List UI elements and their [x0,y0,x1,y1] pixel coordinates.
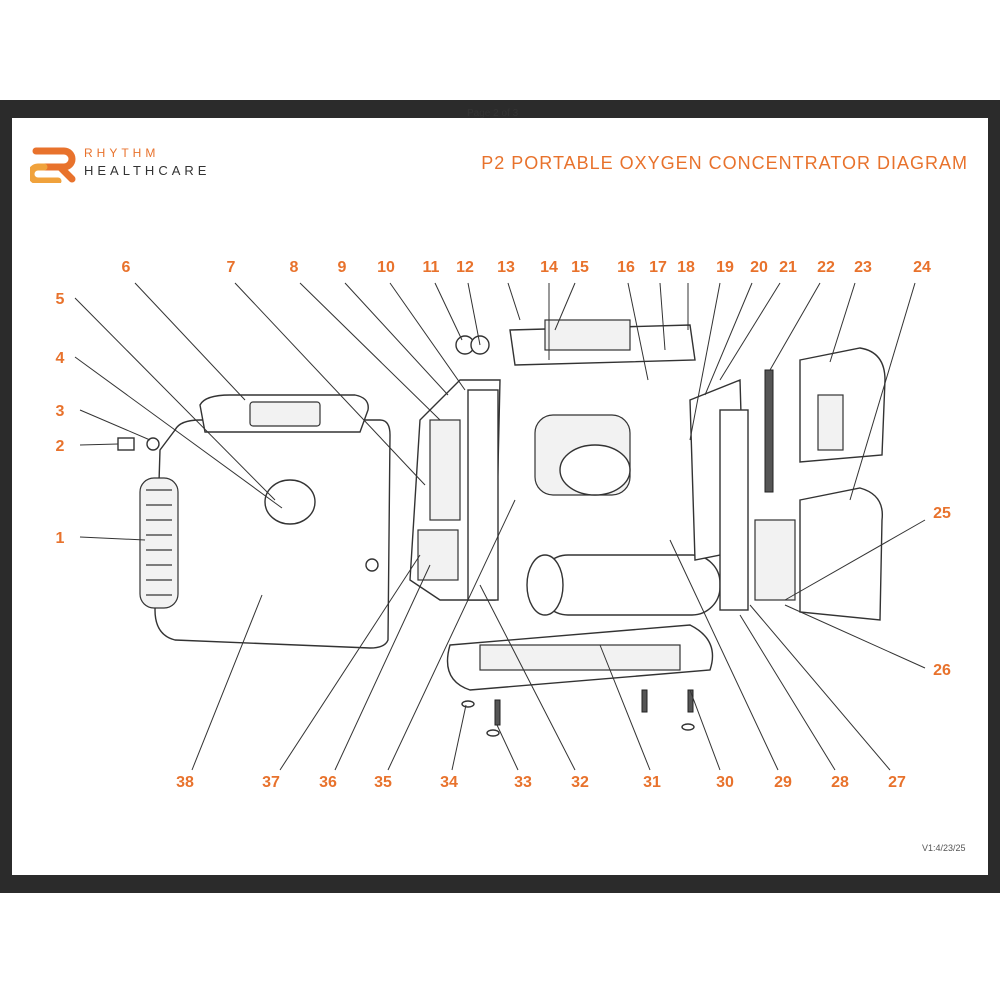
logo-text: RHYTHM HEALTHCARE [84,145,210,179]
part-label: 29 [774,774,792,791]
part-label: 18 [677,259,695,276]
leader-line [599,644,651,771]
part-label: 13 [497,259,515,276]
leader-line [769,282,821,371]
display [249,401,321,427]
part-label: 7 [227,259,236,276]
part-label: 10 [377,259,395,276]
part-label: 26 [933,662,951,679]
leader-line [344,282,449,396]
part-label: 25 [933,505,951,522]
leader-line [784,519,926,601]
leader-line [234,282,426,486]
logo-icon [30,147,76,183]
leader-line [849,282,916,501]
leader-line [79,536,146,541]
leader-line [389,282,466,391]
leader-line [627,282,649,381]
page-indicator: Page 2 of 3 [467,108,519,119]
part-label: 16 [617,259,635,276]
logo-line-2: HEALTHCARE [84,163,211,178]
part-label: 28 [831,774,849,791]
leader-line [749,604,891,771]
leader-line [451,704,467,771]
part-label: 12 [456,259,474,276]
leader-line [496,724,519,771]
part-label: 23 [854,259,872,276]
leader-line [74,297,276,501]
part-label: 8 [290,259,299,276]
part-label: 37 [262,774,280,791]
part-label: 9 [338,259,347,276]
version-text: V1:4/23/25 [922,843,966,853]
part-label: 24 [913,259,931,276]
part-label: 34 [440,774,458,791]
part-label: 22 [817,259,835,276]
leader-line [479,584,576,771]
leader-line [74,356,283,509]
leader-line [659,282,666,351]
logo-line-1: RHYTHM [84,146,160,160]
leader-line [554,282,576,331]
leader-line [829,282,856,363]
part-label: 11 [423,259,440,276]
parts-drawing [117,319,886,737]
page-title: P2 PORTABLE OXYGEN CONCENTRATOR DIAGRAM [481,153,968,173]
leader-line [299,282,441,421]
leader-line [669,539,779,771]
leader-line [739,614,836,771]
part-label: 15 [571,259,589,276]
part-label: 3 [56,403,65,420]
part-label: 31 [643,774,661,791]
leader-line [191,594,263,771]
leader-line [689,282,721,441]
leader-line [79,409,151,441]
part-label: 5 [56,291,65,308]
grille [139,477,179,609]
leader-line [134,282,246,401]
filter-cap [264,479,316,525]
leader-line [719,282,781,381]
battery [799,487,884,621]
part-label: 6 [122,259,131,276]
leader-line [784,604,926,669]
part-label: 17 [649,259,667,276]
part-label: 35 [374,774,392,791]
connector [117,437,135,451]
part-label: 27 [888,774,906,791]
part-label: 20 [750,259,768,276]
leader-line [467,282,481,346]
leader-line [704,282,753,396]
leader-line [507,282,521,321]
leader-line [279,554,421,771]
part-label: 33 [514,774,532,791]
leader-line [434,282,463,341]
part-label: 19 [716,259,734,276]
part-label: 4 [56,350,65,367]
part-label: 21 [779,259,797,276]
part-label: 30 [716,774,734,791]
housing [154,419,391,649]
part-label: 32 [571,774,589,791]
part-label: 2 [56,438,65,455]
leader-lines [74,282,926,771]
leader-line [387,499,516,771]
part-label: 38 [176,774,194,791]
leader-line [689,689,721,771]
part-label: 1 [56,530,65,547]
leader-line [79,443,119,446]
part-label: 14 [540,259,558,276]
part-label: 36 [319,774,337,791]
leader-line [334,564,431,771]
sieve-beds [539,554,721,616]
